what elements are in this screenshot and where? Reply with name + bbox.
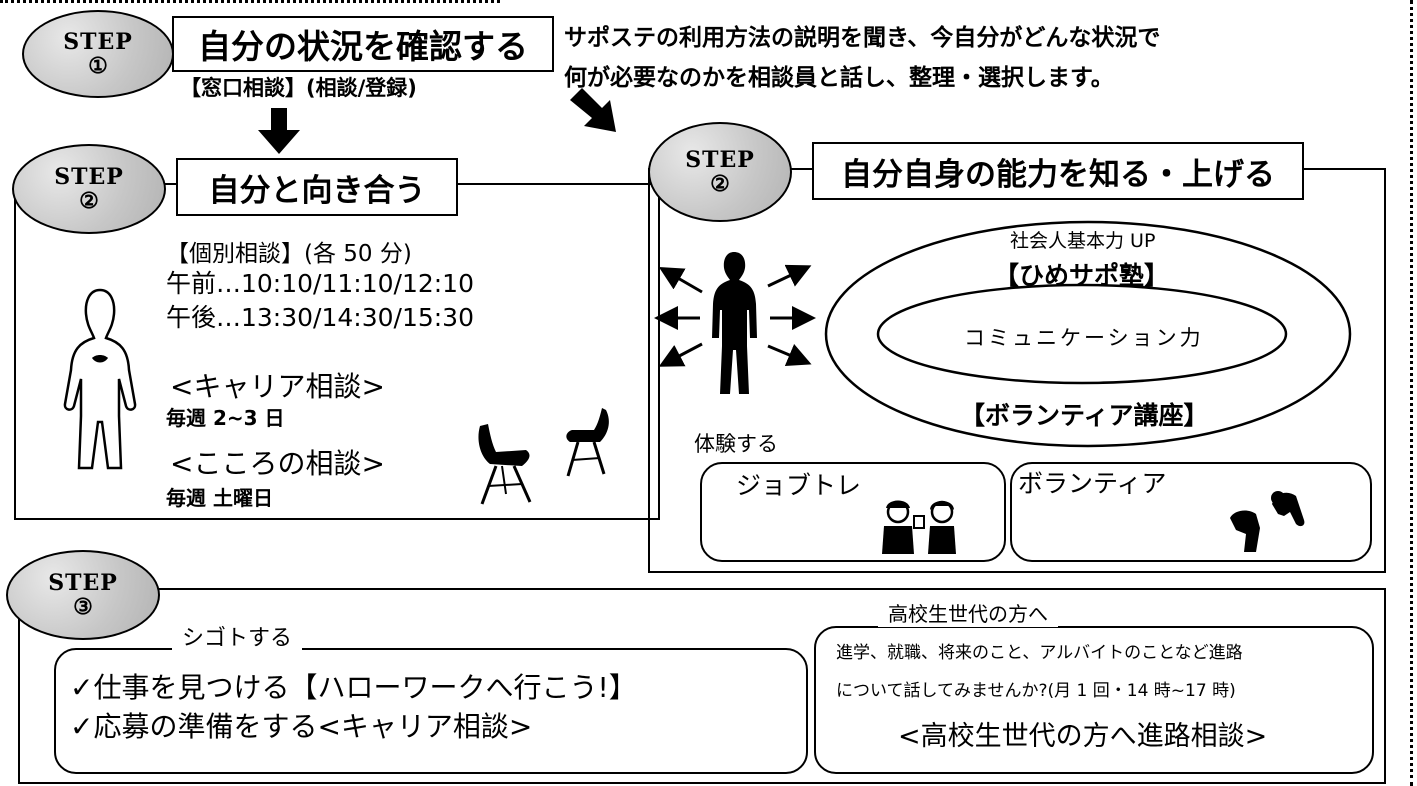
- step2-left-badge-number: ②: [79, 188, 99, 214]
- highschool-legend: 高校生世代の方へ: [878, 598, 1058, 627]
- step1-badge-word: STEP: [63, 29, 133, 55]
- volunteer-label: ボランティア: [1018, 469, 1167, 498]
- highschool-text-line1: 進学、就職、将来のこと、アルバイトのことなど進路: [836, 643, 1243, 663]
- afternoon-times: 午後…13:30/14:30/15:30: [166, 303, 474, 332]
- mind-consult-heading: <こころの相談>: [170, 447, 385, 480]
- step2-right-title-box: 自分自身の能力を知る・上げる: [812, 142, 1304, 200]
- right-dotted-border: [1410, 0, 1413, 786]
- experience-label: 体験する: [694, 432, 778, 456]
- apply-prep-item: ✓応募の準備をする<キャリア相談>: [70, 710, 533, 743]
- mind-consult-schedule: 毎週 土曜日: [166, 486, 273, 510]
- highschool-consult-title: <高校生世代の方へ進路相談>: [898, 721, 1268, 752]
- step2-right-badge: STEP ②: [648, 122, 792, 222]
- step2-left-badge-word: STEP: [54, 164, 124, 190]
- step2-right-title: 自分自身の能力を知る・上げる: [841, 156, 1275, 193]
- step1-subtitle: 【窓口相談】(相談/登録): [180, 76, 417, 100]
- morning-times: 午前…10:10/11:10/12:10: [166, 269, 474, 298]
- highschool-box: [814, 626, 1374, 774]
- step1-title-box: 自分の状況を確認する: [172, 16, 554, 72]
- step2-right-badge-word: STEP: [685, 147, 755, 173]
- step1-description-line2: 何が必要なのかを相談員と話し、整理・選択します。: [564, 65, 1114, 91]
- individual-consult-heading: 【個別相談】(各 50 分): [166, 241, 412, 267]
- chair-icon-2: [566, 408, 609, 477]
- job-training-label: ジョブトレ: [736, 471, 862, 500]
- step1-badge: STEP ①: [22, 10, 174, 98]
- highschool-text-line2: について話してみませんか?(月 1 回・14 時~17 時): [836, 681, 1236, 701]
- career-consult-heading: <キャリア相談>: [170, 370, 385, 403]
- step1-title: 自分の状況を確認する: [198, 27, 528, 66]
- himesapo-juku-label: 【ひめサポ塾】: [994, 261, 1170, 290]
- down-arrow-icon: [258, 108, 300, 154]
- step3-badge: STEP ③: [6, 550, 160, 640]
- chair-icon: [478, 424, 532, 505]
- step2-left-title-box: 自分と向き合う: [176, 158, 458, 216]
- step2-left-badge: STEP ②: [12, 144, 166, 234]
- step1-description-line1: サポステの利用方法の説明を聞き、今自分がどんな状況で: [564, 25, 1161, 51]
- person-with-arrows-icon: [654, 252, 816, 394]
- work-legend: シゴトする: [172, 620, 303, 652]
- step2-left-title: 自分と向き合う: [208, 172, 426, 209]
- skills-ellipses: [824, 220, 1352, 448]
- person-silhouette-icon: [63, 288, 137, 470]
- volunteer-box: [1010, 462, 1372, 562]
- communication-label: コミュニケーション力: [964, 326, 1204, 350]
- volunteer-cleaning-icon: [1230, 491, 1305, 552]
- step2-right-badge-number: ②: [710, 171, 730, 197]
- diagonal-arrow-icon: [570, 88, 616, 132]
- step3-frame: [18, 588, 1386, 784]
- work-box: [54, 648, 808, 774]
- find-job-item: ✓仕事を見つける【ハローワークへ行こう!】: [70, 671, 637, 704]
- career-consult-schedule: 毎週 2~3 日: [166, 406, 285, 430]
- step1-badge-number: ①: [88, 53, 108, 79]
- basic-skills-label: 社会人基本力 UP: [1010, 230, 1156, 252]
- top-dotted-border: [0, 0, 500, 6]
- step3-badge-word: STEP: [48, 570, 118, 596]
- volunteer-course-label: 【ボランティア講座】: [960, 401, 1209, 430]
- step3-badge-number: ③: [73, 594, 93, 620]
- workers-icon: [882, 500, 956, 554]
